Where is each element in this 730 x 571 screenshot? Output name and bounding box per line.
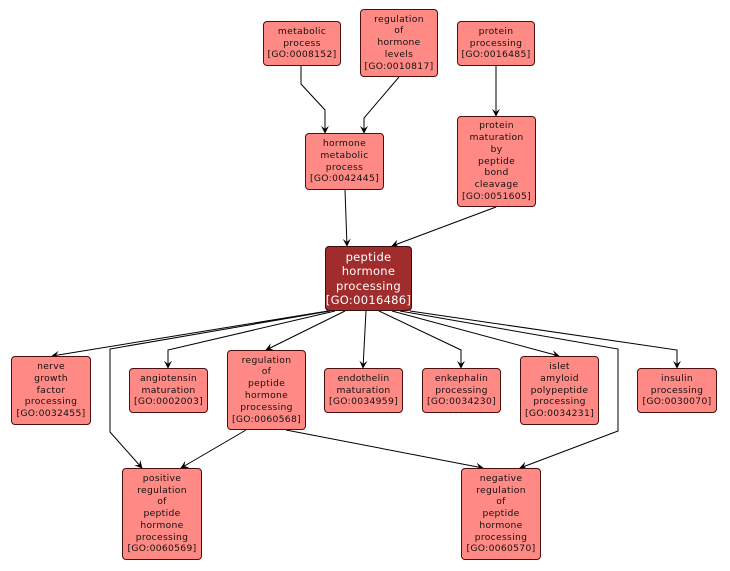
node-label-line: of <box>157 496 167 508</box>
node-go-id: [GO:0034231] <box>525 408 594 420</box>
node-label-line: processing <box>135 531 189 543</box>
edge-hormone-metabolic-process-to-peptide-hormone-processing <box>342 189 351 247</box>
node-label-line: cleavage <box>474 179 519 191</box>
edge-peptide-hormone-processing-to-negative-regulation-of-peptide-hormone-processing <box>399 310 619 470</box>
edge-peptide-hormone-processing-to-enkephalin-processing <box>378 310 465 369</box>
node-go-id: [GO:0060568] <box>232 413 301 425</box>
node-label-line: peptide <box>345 249 392 264</box>
node-label-line: positive <box>142 472 182 484</box>
node-label-line: nerve <box>37 361 65 372</box>
node-go-id: [GO:0051605] <box>462 190 531 202</box>
node-label-line: of <box>261 366 272 378</box>
node-label-line: hormone <box>479 519 523 531</box>
node-label-line: hormone <box>140 519 184 531</box>
node-go-id: [GO:0010817] <box>364 60 434 72</box>
node-label-line: insulin <box>660 372 693 384</box>
node-label-line: of <box>394 25 404 37</box>
node-go-id: [GO:0008152] <box>267 49 337 61</box>
node-label-line: islet <box>549 361 570 372</box>
node-label-line: levels <box>384 48 414 60</box>
node-label-line: processing <box>435 384 488 396</box>
node-label-line: processing <box>474 531 528 543</box>
edge-peptide-hormone-processing-to-regulation-of-peptide-hormone-processing <box>265 310 346 351</box>
edge-metabolic-process-to-hormone-metabolic-process <box>300 66 329 134</box>
edge-peptide-hormone-processing-to-angiotensin-maturation <box>164 310 336 369</box>
node-label-line: metabolic <box>320 149 369 161</box>
node-label-line: regulation <box>476 484 526 496</box>
node-label-line: hormone <box>244 390 289 401</box>
node-label-line: processing <box>336 278 401 293</box>
node-go-id: [GO:0034230] <box>427 396 496 408</box>
node-go-id: [GO:0042445] <box>310 173 379 185</box>
node-label-line: peptide <box>477 155 516 167</box>
node-label-line: amyloid <box>540 372 579 384</box>
node-go-id: [GO:0032455] <box>16 408 86 420</box>
node-label-line: processing <box>650 384 704 396</box>
node-label-line: processing <box>240 401 293 413</box>
node-label-line: process <box>283 37 321 49</box>
node-label-line: process <box>325 161 364 173</box>
node-label-line: metabolic <box>277 25 327 37</box>
node-label-line: regulation <box>241 354 292 366</box>
node-label-line: processing <box>24 396 78 408</box>
edge-protein-maturation-by-peptide-bond-cleavage-to-peptide-hormone-processing <box>391 206 497 248</box>
edge-peptide-hormone-processing-to-positive-regulation-of-peptide-hormone-processing <box>109 310 331 469</box>
node-label-line: regulation <box>137 484 187 496</box>
node-label-line: growth <box>34 372 68 384</box>
edge-peptide-hormone-processing-to-endothelin-maturation <box>359 310 368 369</box>
node-go-id: [GO:0016486] <box>325 293 412 307</box>
node-label-line: maturation <box>469 132 524 143</box>
node-label-line: processing <box>533 396 586 408</box>
node-label-line: maturation <box>141 384 196 396</box>
edge-regulation-of-peptide-hormone-processing-to-positive-regulation-of-peptide-hormone-processing <box>180 429 247 469</box>
edge-regulation-of-peptide-hormone-processing-to-negative-regulation-of-peptide-hormone-processing <box>285 429 484 471</box>
node-label-line: by <box>490 143 503 155</box>
edge-peptide-hormone-processing-to-nerve-growth-factor-processing <box>51 310 329 359</box>
node-go-id: [GO:0030070] <box>642 396 712 408</box>
node-label-line: endothelin <box>337 372 390 384</box>
node-label-line: enkephalin <box>434 372 489 384</box>
node-label-line: peptide <box>143 508 181 520</box>
node-go-id: [GO:0002003] <box>134 396 203 408</box>
edge-peptide-hormone-processing-to-insulin-processing <box>409 310 681 369</box>
node-label-line: processing <box>469 37 523 49</box>
node-label-line: bond <box>484 167 509 179</box>
node-label-line: polypeptide <box>530 384 589 396</box>
node-label-line: hormone <box>341 264 396 278</box>
node-go-id: [GO:0016485] <box>461 49 531 61</box>
node-label-line: of <box>496 496 506 508</box>
node-go-id: [GO:0060570] <box>466 543 536 555</box>
node-label-line: peptide <box>247 378 286 390</box>
node-label-line: maturation <box>336 384 391 396</box>
node-label-line: protein <box>478 25 514 37</box>
edge-peptide-hormone-processing-to-islet-amyloid-polypeptide-processing <box>391 310 560 358</box>
node-label-line: angiotensin <box>140 372 197 384</box>
node-label-line: hormone <box>377 37 421 49</box>
node-go-id: [GO:0060569] <box>127 543 197 555</box>
node-label-line: peptide <box>482 508 520 520</box>
node-label-line: hormone <box>322 137 367 149</box>
node-label-line: factor <box>36 384 66 396</box>
node-label-line: protein <box>479 120 514 132</box>
node-label-line: negative <box>479 472 523 484</box>
edge-regulation-of-hormone-levels-to-hormone-metabolic-process <box>360 76 400 134</box>
node-label-line: regulation <box>374 13 424 25</box>
node-go-id: [GO:0034959] <box>329 396 398 408</box>
